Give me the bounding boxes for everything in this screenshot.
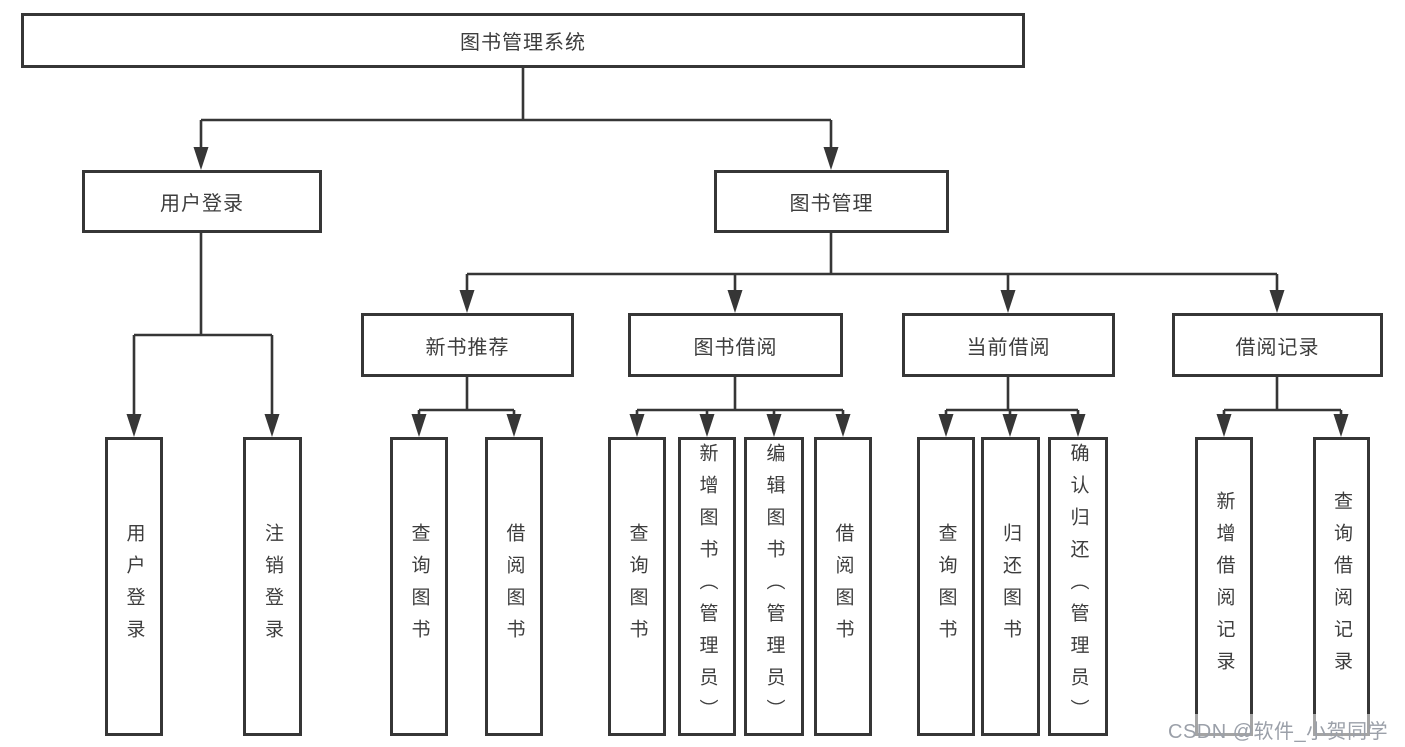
leaf-query-books-recommend: 查询图书 [390, 437, 448, 736]
leaf-user-login-label: 用户登录 [123, 522, 145, 651]
leaf-query-borrow-record: 查询借阅记录 [1313, 437, 1370, 736]
leaf-confirm-return-admin: 确认归还（管理员） [1048, 437, 1108, 736]
leaf-logout-label: 注销登录 [262, 522, 283, 651]
node-current-borrow-label: 当前借阅 [966, 336, 1051, 359]
leaf-query-books-borrow-label: 查询图书 [626, 522, 648, 651]
arrowheads [126, 147, 1349, 437]
node-new-book-recommend: 新书推荐 [361, 313, 574, 377]
leaf-borrow-books-recommend-label: 借阅图书 [503, 522, 525, 651]
leaf-borrow-books-recommend: 借阅图书 [485, 437, 543, 736]
leaf-confirm-return-admin-label: 确认归还（管理员） [1067, 442, 1089, 731]
node-book-management-label: 图书管理 [789, 193, 874, 215]
leaf-add-borrow-record: 新增借阅记录 [1195, 437, 1253, 736]
node-borrow-records: 借阅记录 [1172, 313, 1383, 377]
leaf-query-books-recommend-label: 查询图书 [408, 522, 430, 651]
node-book-borrow-label: 图书借阅 [693, 336, 778, 359]
node-root-system: 图书管理系统 [21, 13, 1025, 68]
leaf-query-books-current-label: 查询图书 [935, 522, 957, 651]
leaf-edit-book-admin: 编辑图书（管理员） [744, 437, 804, 736]
node-new-book-recommend-label: 新书推荐 [425, 336, 510, 359]
watermark-text: CSDN @软件_小贺同学 [1168, 720, 1389, 743]
node-user-login: 用户登录 [82, 170, 322, 233]
leaf-return-books-label: 归还图书 [1000, 522, 1021, 651]
node-book-management: 图书管理 [714, 170, 949, 233]
watermark: CSDN @软件_小贺同学 [1168, 714, 1404, 744]
node-borrow-records-label: 借阅记录 [1235, 336, 1320, 359]
node-user-login-label: 用户登录 [160, 193, 244, 215]
node-book-borrow: 图书借阅 [628, 313, 843, 377]
leaf-add-book-admin-label: 新增图书（管理员） [696, 442, 718, 731]
leaf-query-books-borrow: 查询图书 [608, 437, 666, 736]
leaf-user-login: 用户登录 [105, 437, 163, 736]
leaf-query-borrow-record-label: 查询借阅记录 [1331, 490, 1352, 683]
leaf-borrow-books-borrow: 借阅图书 [814, 437, 872, 736]
leaf-logout: 注销登录 [243, 437, 302, 736]
leaf-edit-book-admin-label: 编辑图书（管理员） [763, 442, 785, 731]
node-current-borrow: 当前借阅 [902, 313, 1115, 377]
node-root-label: 图书管理系统 [460, 32, 586, 54]
leaf-add-borrow-record-label: 新增借阅记录 [1213, 490, 1235, 683]
leaf-borrow-books-borrow-label: 借阅图书 [832, 522, 854, 651]
leaf-add-book-admin: 新增图书（管理员） [678, 437, 736, 736]
leaf-return-books: 归还图书 [981, 437, 1040, 736]
leaf-query-books-current: 查询图书 [917, 437, 975, 736]
